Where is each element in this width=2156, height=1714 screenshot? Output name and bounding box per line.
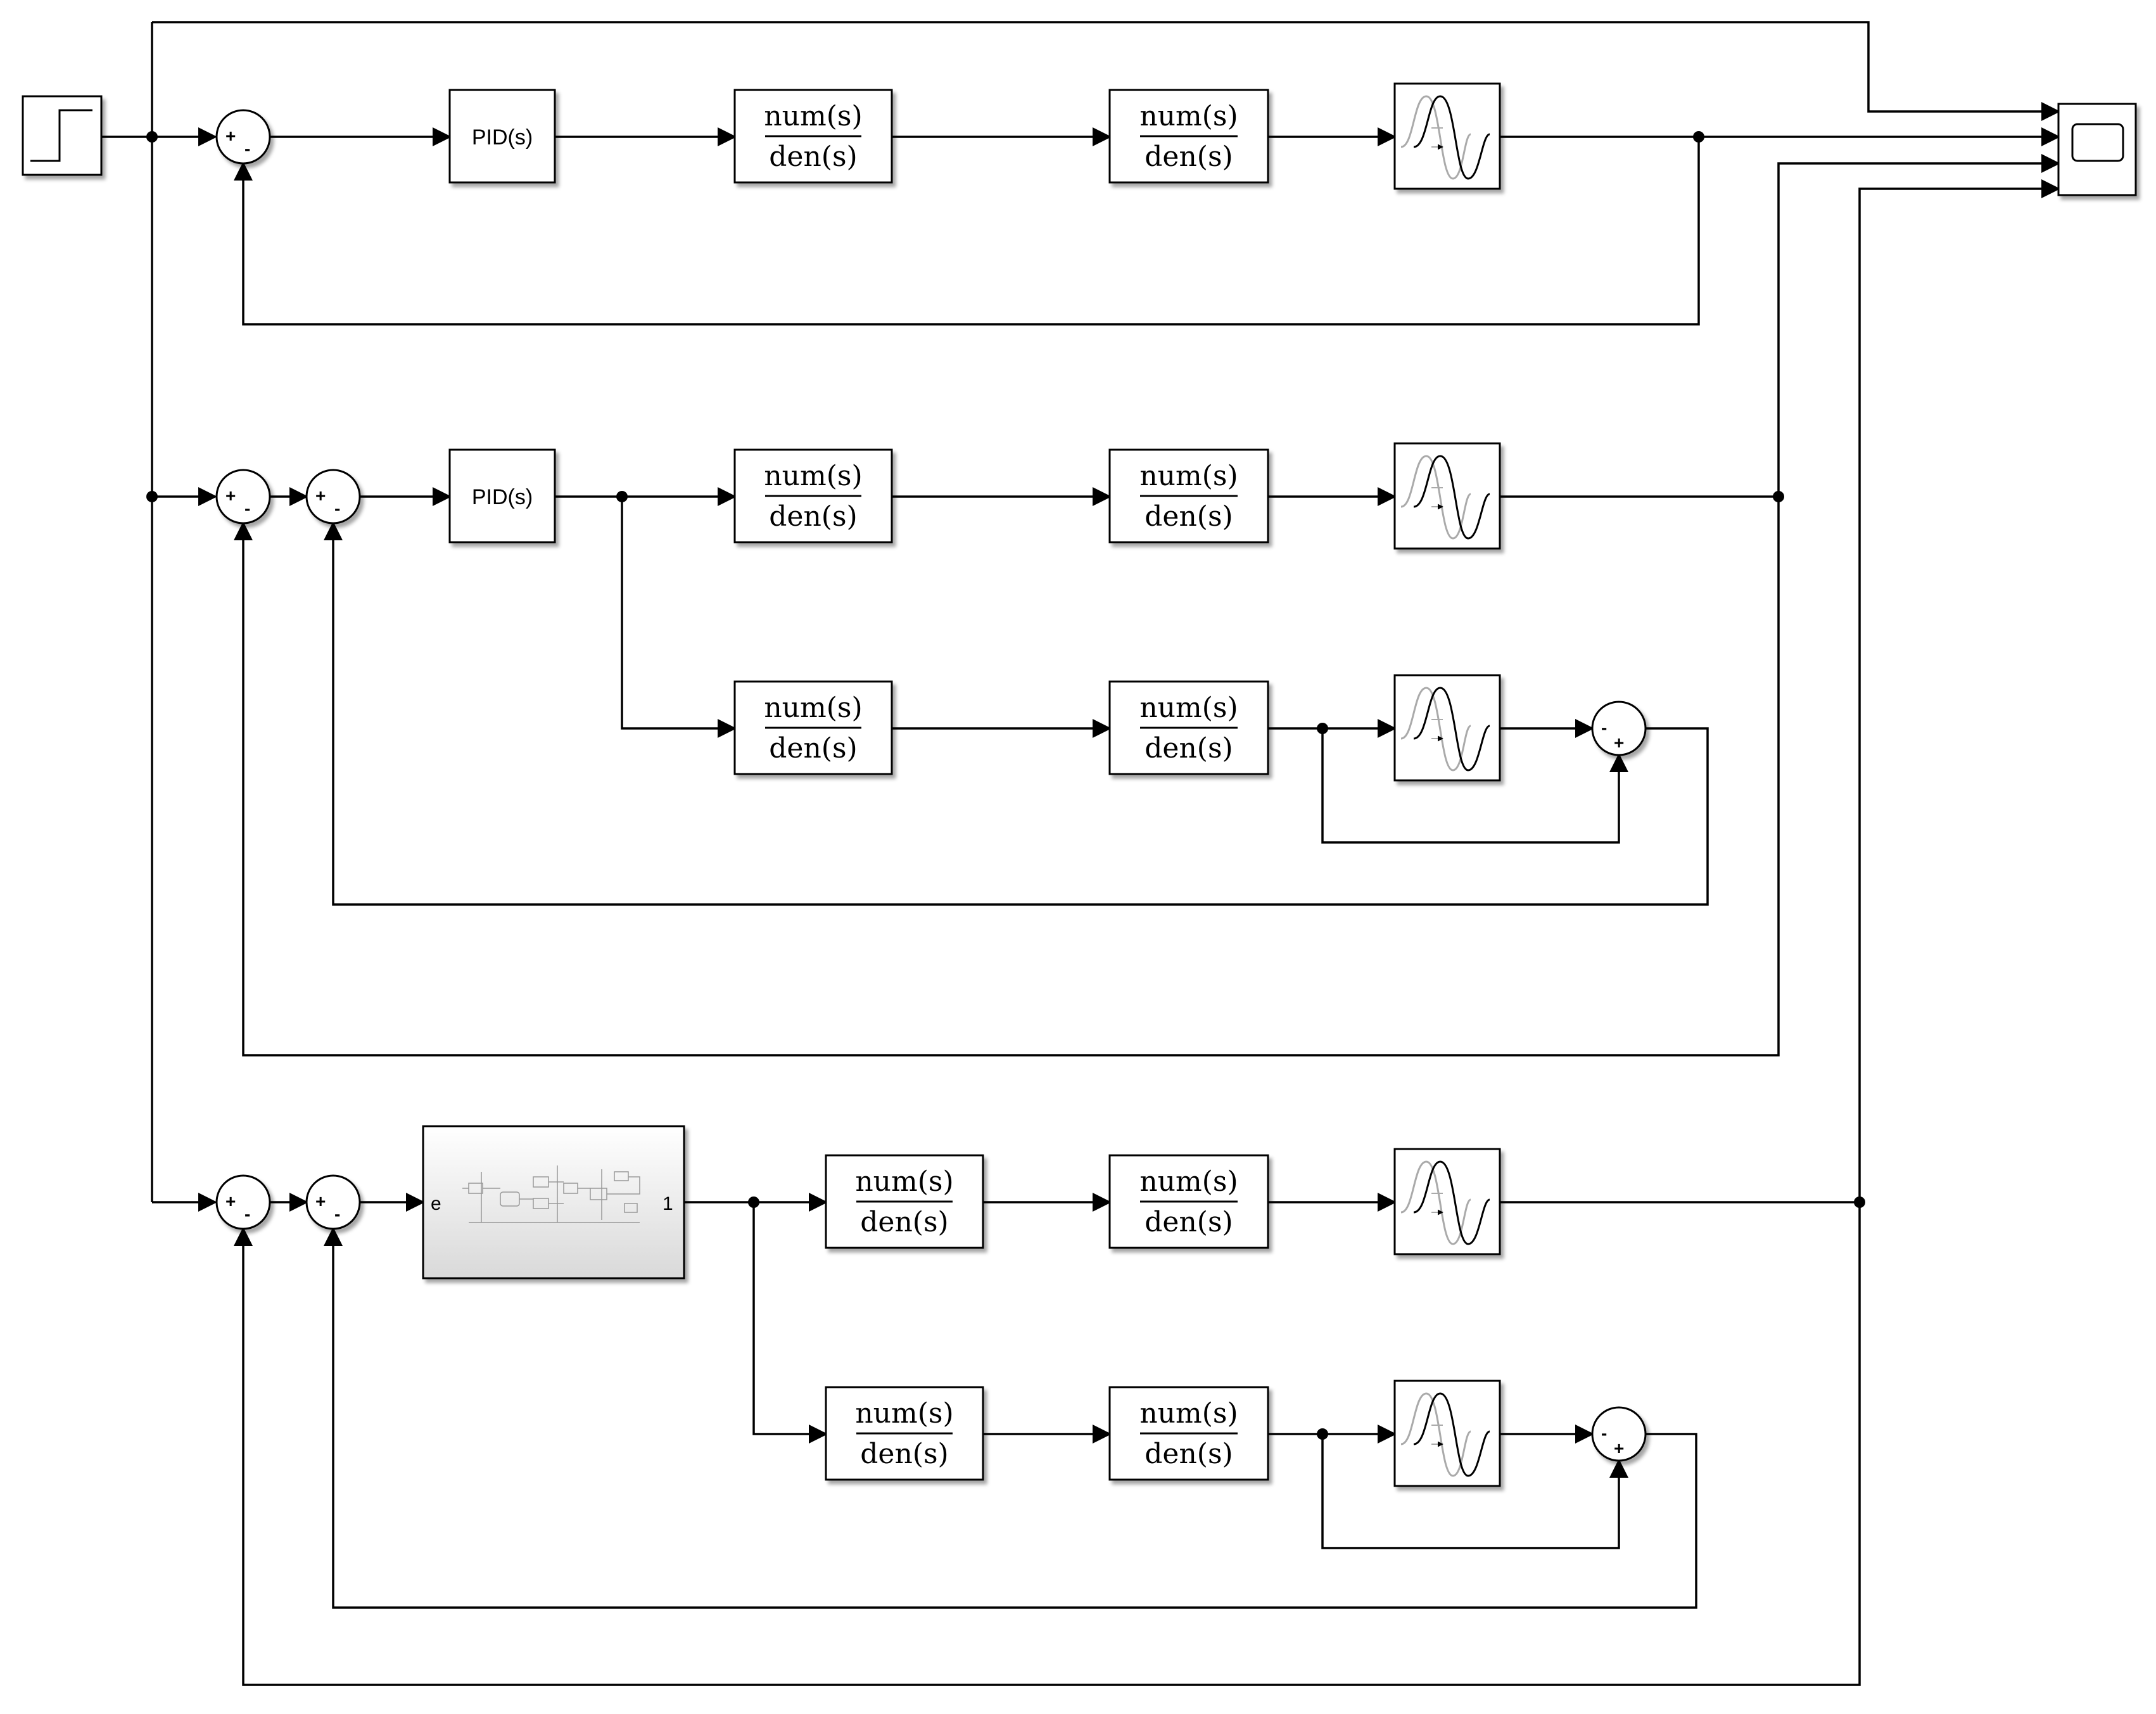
tf-block-row2-a[interactable]: num(s) den(s)	[733, 448, 893, 543]
sum-minus-sign: -	[1601, 718, 1607, 737]
tf-denominator: den(s)	[860, 1206, 948, 1238]
tf-denominator: den(s)	[860, 1438, 948, 1470]
junction-dot	[1693, 131, 1704, 143]
tf-denominator: den(s)	[1145, 732, 1233, 765]
sum-block-row3-inner[interactable]: + -	[305, 1174, 361, 1230]
controller-subsystem[interactable]: e 1	[422, 1125, 685, 1279]
tf-numerator: num(s)	[1139, 1397, 1238, 1430]
tf-block-row3-b[interactable]: num(s) den(s)	[1108, 1154, 1269, 1249]
sum-block-row3-outer[interactable]: + -	[215, 1174, 271, 1230]
scope-screen-icon	[2071, 123, 2124, 162]
tf-block-row1-b[interactable]: num(s) den(s)	[1108, 89, 1269, 184]
tf-block-row1-a[interactable]: num(s) den(s)	[733, 89, 893, 184]
sum-plus-sign: +	[225, 126, 236, 146]
pid-label: PID(s)	[472, 125, 533, 149]
transport-delay-row1[interactable]	[1393, 82, 1501, 190]
junction-dot	[1317, 723, 1328, 734]
junction-dot	[1317, 1428, 1328, 1440]
tf-denominator: den(s)	[1145, 1206, 1233, 1238]
transport-delay-row2-branch[interactable]	[1393, 674, 1501, 782]
step-block[interactable]	[22, 95, 103, 176]
sum-block-row1[interactable]: + -	[215, 109, 271, 165]
delay-waveform-icon	[1400, 95, 1490, 180]
tf-numerator: num(s)	[764, 100, 862, 132]
tf-block-row2-b[interactable]: num(s) den(s)	[1108, 448, 1269, 543]
tf-numerator: num(s)	[764, 460, 862, 492]
tf-block-row3-a[interactable]: num(s) den(s)	[825, 1154, 984, 1249]
pid-label: PID(s)	[472, 485, 533, 509]
tf-denominator: den(s)	[769, 732, 857, 765]
tf-numerator: num(s)	[1139, 100, 1238, 132]
junction-dot	[146, 491, 158, 502]
junction-dot	[146, 131, 158, 143]
tf-block-row3-branch-b[interactable]: num(s) den(s)	[1108, 1386, 1269, 1481]
sum-block-row2-outer[interactable]: + -	[215, 469, 271, 524]
tf-denominator: den(s)	[1145, 500, 1233, 533]
junction-dot	[748, 1197, 759, 1208]
junction-dots	[146, 131, 1865, 1440]
tf-denominator: den(s)	[1145, 1438, 1233, 1470]
sum-plus-sign: +	[1614, 733, 1624, 752]
sum-minus-sign: -	[1601, 1423, 1607, 1443]
delay-waveform-icon	[1400, 1392, 1490, 1477]
sum-block-row3-branch[interactable]: - +	[1591, 1406, 1647, 1462]
tf-numerator: num(s)	[1139, 692, 1238, 724]
tf-numerator: num(s)	[855, 1397, 953, 1430]
transport-delay-row3-branch[interactable]	[1393, 1380, 1501, 1487]
pid-block-row2[interactable]: PID(s)	[448, 448, 556, 543]
delay-waveform-icon	[1400, 687, 1490, 771]
tf-block-row2-branch-b[interactable]: num(s) den(s)	[1108, 680, 1269, 775]
tf-denominator: den(s)	[1145, 141, 1233, 173]
junction-dot	[616, 491, 628, 502]
transport-delay-row2[interactable]	[1393, 442, 1501, 550]
subsystem-out-port-label: 1	[663, 1193, 673, 1214]
scope-block[interactable]	[2057, 103, 2137, 196]
junction-dot	[1773, 491, 1784, 502]
subsystem-in-port-label: e	[431, 1193, 441, 1214]
subsystem-preview-icon	[462, 1165, 640, 1223]
tf-block-row3-branch-a[interactable]: num(s) den(s)	[825, 1386, 984, 1481]
tf-denominator: den(s)	[769, 141, 857, 173]
junction-dot	[1854, 1197, 1865, 1208]
sum-minus-sign: -	[244, 139, 250, 158]
delay-waveform-icon	[1400, 455, 1490, 540]
delay-waveform-icon	[1400, 1160, 1490, 1245]
sum-minus-sign: -	[244, 1204, 250, 1224]
sum-plus-sign: +	[315, 1191, 326, 1211]
signal-wires	[101, 21, 2060, 1686]
sum-block-row2-inner[interactable]: + -	[305, 469, 361, 524]
transport-delay-row3[interactable]	[1393, 1148, 1501, 1255]
sum-minus-sign: -	[334, 1204, 340, 1224]
step-icon	[30, 109, 92, 162]
tf-numerator: num(s)	[764, 692, 862, 724]
sum-plus-sign: +	[315, 486, 326, 505]
sum-plus-sign: +	[1614, 1438, 1624, 1458]
sum-plus-sign: +	[225, 1191, 236, 1211]
sum-block-row2-branch[interactable]: - +	[1591, 701, 1647, 756]
tf-numerator: num(s)	[1139, 460, 1238, 492]
tf-numerator: num(s)	[855, 1165, 953, 1198]
tf-block-row2-branch-a[interactable]: num(s) den(s)	[733, 680, 893, 775]
sum-minus-sign: -	[334, 498, 340, 518]
tf-numerator: num(s)	[1139, 1165, 1238, 1198]
tf-denominator: den(s)	[769, 500, 857, 533]
pid-block-row1[interactable]: PID(s)	[448, 89, 556, 184]
sum-plus-sign: +	[225, 486, 236, 505]
sum-minus-sign: -	[244, 498, 250, 518]
